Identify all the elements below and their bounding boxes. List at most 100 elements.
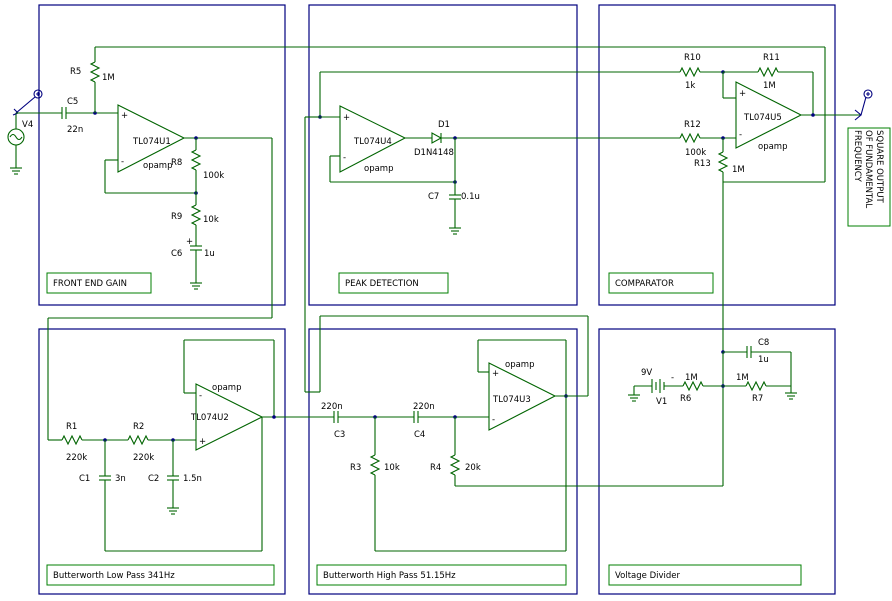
lowpass-title: Butterworth Low Pass 341Hz: [53, 571, 175, 581]
c2-value: 1.5n: [183, 474, 202, 484]
c3-label: C3: [334, 430, 345, 440]
c8-value: 1u: [758, 355, 769, 365]
u5-minus: -: [739, 130, 742, 140]
c7-label: C7: [428, 192, 439, 202]
label-box-lowpass: [46, 564, 275, 586]
r10-label: R10: [684, 53, 701, 63]
label-box-front-end: [46, 272, 152, 294]
battery-v1: [651, 379, 665, 393]
r5-value: 1M: [102, 73, 115, 83]
resistor-r4: [449, 454, 461, 476]
opamp-u1: [117, 104, 186, 173]
r4-label: R4: [430, 463, 441, 473]
source-v4: [7, 113, 25, 175]
ground-icon: [785, 392, 797, 400]
opamp-u2: [195, 383, 264, 451]
block-peak-detection: [308, 4, 578, 306]
r3-value: 10k: [384, 463, 400, 473]
c4-value: 220n: [413, 402, 435, 412]
label-box-comparator: [608, 272, 714, 294]
u2-label: TL074U2: [190, 413, 229, 423]
u3-label: TL074U3: [492, 395, 531, 405]
opamp-u3: [488, 362, 557, 431]
u5-plus: +: [739, 89, 746, 99]
v1-label: V1: [656, 397, 667, 407]
r8-value: 100k: [203, 171, 224, 181]
u2-plus: +: [199, 437, 206, 447]
resistor-r3: [369, 454, 381, 476]
r11-value: 1M: [763, 81, 776, 91]
c6-value: 1u: [204, 249, 215, 259]
resistor-r13: [717, 151, 729, 173]
capacitor-c7: [449, 194, 461, 200]
r13-label: R13: [694, 159, 711, 169]
capacitor-c3: [333, 411, 339, 423]
resistor-r7: [745, 380, 767, 392]
r11-label: R11: [763, 53, 780, 63]
c6-label: C6: [171, 249, 182, 259]
divider-title: Voltage Divider: [615, 571, 681, 581]
diode-d1: [431, 132, 443, 144]
u3-type: opamp: [505, 360, 534, 370]
u2-type: opamp: [212, 383, 241, 393]
resistor-r9: [190, 204, 202, 226]
u1-type: opamp: [143, 161, 172, 171]
front-end-title: FRONT END GAIN: [53, 279, 127, 289]
resistor-r10: [679, 66, 701, 78]
u4-type: opamp: [364, 164, 393, 174]
opamp-u4: [339, 105, 407, 173]
r2-value: 220k: [133, 453, 154, 463]
output-probe-icon: [854, 89, 873, 121]
block-highpass: [308, 328, 578, 595]
input-probe-icon: [12, 89, 43, 116]
r4-value: 20k: [465, 463, 481, 473]
r9-label: R9: [171, 212, 182, 222]
r5-label: R5: [70, 67, 81, 77]
ground-icon: [167, 507, 179, 515]
r10-value: 1k: [685, 81, 695, 91]
opamp-u5: [735, 81, 803, 149]
r2-label: R2: [133, 422, 144, 432]
v1-value: 9V: [641, 368, 652, 378]
resistor-r6: [682, 380, 704, 392]
r12-value: 100k: [685, 148, 706, 158]
r6-label: R6: [680, 394, 691, 404]
block-comparator: [598, 4, 836, 306]
comparator-title: COMPARATOR: [615, 279, 674, 289]
resistor-r11: [757, 66, 779, 78]
block-lowpass: [38, 328, 286, 595]
v1-minus: -: [671, 373, 674, 383]
label-box-divider: [608, 564, 802, 586]
c8-label: C8: [758, 338, 769, 348]
ground-icon: [190, 282, 202, 290]
u5-label: TL074U5: [743, 113, 782, 123]
r6-value: 1M: [685, 373, 698, 383]
c2-label: C2: [148, 474, 159, 484]
r13-value: 1M: [732, 165, 745, 175]
u1-plus: +: [121, 111, 128, 121]
u5-type: opamp: [758, 142, 787, 152]
r1-value: 220k: [66, 453, 87, 463]
label-box-highpass: [316, 564, 567, 586]
capacitor-c2: [167, 475, 179, 481]
label-box-peak: [338, 272, 449, 294]
capacitor-c8: [746, 346, 752, 358]
u1-minus: -: [121, 157, 124, 167]
c5-label: C5: [67, 97, 78, 107]
resistor-r5: [89, 61, 101, 83]
block-front-end-gain: [38, 4, 286, 306]
capacitor-c4: [413, 411, 419, 423]
u4-plus: +: [343, 113, 350, 123]
r7-value: 1M: [736, 373, 749, 383]
output-label-line3: FREQUENCY: [852, 130, 862, 183]
peak-title: PEAK DETECTION: [345, 279, 419, 289]
resistor-r8: [190, 149, 202, 171]
d1-label: D1: [438, 120, 450, 130]
r1-label: R1: [66, 422, 77, 432]
u3-plus: +: [492, 369, 499, 379]
output-label-line2: OF FUNDAMENTAL: [863, 130, 873, 208]
u4-minus: -: [343, 153, 346, 163]
c7-value: 0.1u: [461, 192, 480, 202]
d1-value: D1N4148: [414, 148, 454, 158]
output-label-box: [847, 127, 891, 227]
